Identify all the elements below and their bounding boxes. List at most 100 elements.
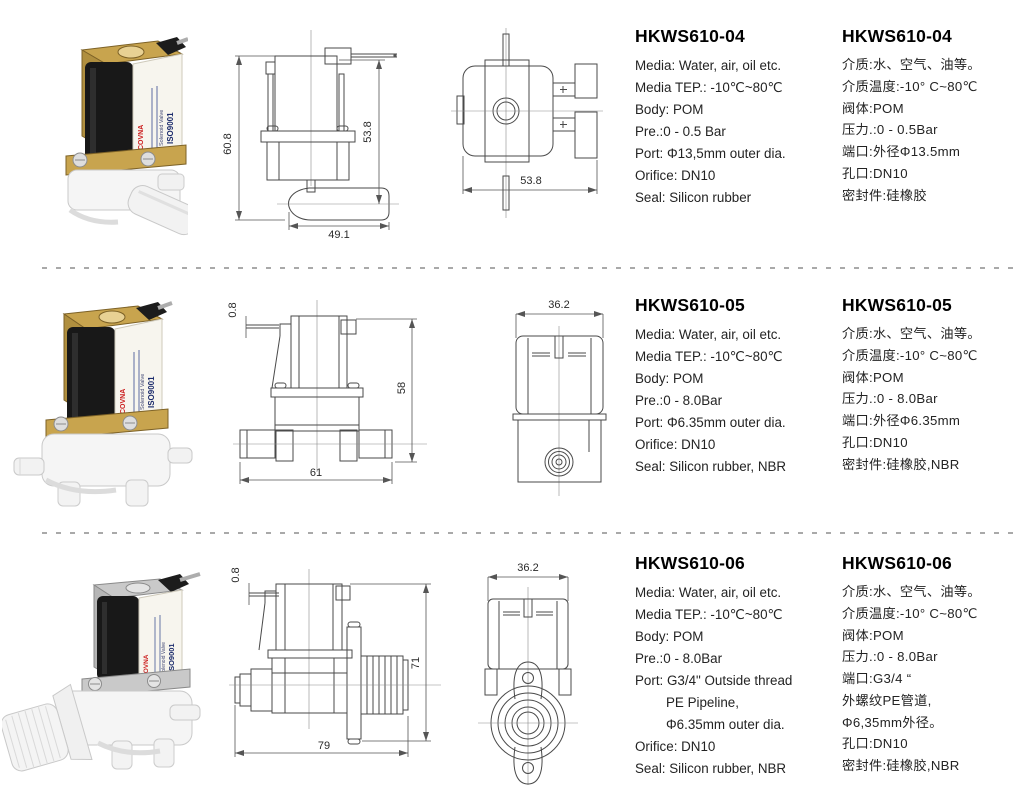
- spec-english-05: HKWS610-05 Media: Water, air, oil etc. M…: [635, 278, 842, 523]
- spec-line: PE Pipeline,: [666, 695, 739, 710]
- technical-drawing-front-04: 53.8: [451, 28, 603, 218]
- spec-line: Port: Φ13,5mm outer dia.: [635, 146, 786, 161]
- spec-line: 密封件:硅橡胶: [842, 187, 927, 203]
- product-title-zh: HKWS610-06: [842, 553, 952, 573]
- photo-label-cert: ISO9001: [166, 112, 175, 144]
- spec-line: 端口:外径Φ13.5mm: [842, 144, 961, 160]
- spec-line: Seal: Silicon rubber, NBR: [635, 761, 787, 776]
- spec-chinese-05: HKWS610-05 介质:水、空气、油等。 介质温度:-10° C~80℃ 阀…: [842, 278, 1020, 523]
- spec-line: 介质温度:-10° C~80℃: [842, 78, 978, 94]
- spec-line: 端口:外径Φ6.35mm: [842, 413, 961, 429]
- spec-chinese-06: HKWS610-06 介质:水、空气、油等。 介质温度:-10° C~80℃ 阀…: [842, 543, 1020, 804]
- dashed-divider: [42, 532, 1015, 534]
- spec-english-04: HKWS610-04 Media: Water, air, oil etc. M…: [635, 0, 842, 258]
- spec-line: 压力.:0 - 8.0Bar: [842, 391, 938, 407]
- spec-line: 孔口:DN10: [842, 434, 908, 450]
- dim-label: 36.2: [517, 562, 538, 574]
- dim-label: 36.2: [548, 299, 569, 311]
- spec-line: 密封件:硅橡胶,NBR: [842, 456, 960, 472]
- spec-line: Media: Water, air, oil etc.: [635, 585, 782, 600]
- dim-label: 58: [396, 382, 408, 394]
- spec-line: Media TEP.: -10℃~80℃: [635, 349, 783, 364]
- spec-line: Φ6,35mm外径。: [842, 714, 943, 730]
- spec-line: Orifice: DN10: [635, 739, 716, 754]
- side-drawing-04: 60.8 53.8 49.1: [205, 0, 445, 258]
- product-row-hkws610-05: ISO9001 Solenoid Valve COVNA 0.8: [0, 278, 1020, 523]
- spec-line: Orifice: DN10: [635, 168, 716, 183]
- technical-drawing-side-04: 60.8 53.8 49.1: [222, 30, 399, 241]
- spec-chinese-04: HKWS610-04 介质:水、空气、油等。 介质温度:-10° C~80℃ 阀…: [842, 0, 1020, 258]
- spec-line: Body: POM: [635, 629, 704, 644]
- spec-line: 介质:水、空气、油等。: [842, 57, 981, 72]
- spec-line: 压力.:0 - 0.5Bar: [842, 122, 938, 138]
- spec-line: 介质温度:-10° C~80℃: [842, 347, 978, 363]
- spec-line: 阀体:POM: [842, 100, 904, 116]
- dim-label: 0.8: [227, 302, 239, 317]
- spec-line: 密封件:硅橡胶,NBR: [842, 758, 960, 774]
- product-photo-04: ISO9001 Solenoid Valve COVNA: [0, 0, 205, 258]
- spec-line: 阀体:POM: [842, 627, 904, 643]
- photo-label-type: Solenoid Valve: [159, 110, 165, 146]
- product-photo-05: ISO9001 Solenoid Valve COVNA: [0, 278, 205, 523]
- spec-line: 压力.:0 - 8.0Bar: [842, 649, 938, 665]
- spec-line: 阀体:POM: [842, 369, 904, 385]
- spec-line: Pre.:0 - 8.0Bar: [635, 393, 723, 408]
- technical-drawing-side-05: 0.8: [227, 300, 427, 484]
- spec-line: 介质:水、空气、油等。: [842, 584, 981, 599]
- spec-line: 外螺纹PE管道,: [842, 692, 932, 708]
- technical-drawing-side-06: 0.8: [229, 567, 441, 757]
- product-title-zh: HKWS610-04: [842, 26, 952, 46]
- technical-drawing-front-06: 36.2: [478, 562, 578, 785]
- spec-line: 孔口:DN10: [842, 165, 908, 181]
- photo-label-type: Solenoid Valve: [140, 374, 146, 410]
- spec-line: Body: POM: [635, 102, 704, 117]
- spec-line: Body: POM: [635, 371, 704, 386]
- spec-line: 介质:水、空气、油等。: [842, 326, 981, 341]
- front-drawing-05: 36.2: [445, 278, 635, 523]
- technical-drawing-front-05: 36.2: [512, 299, 607, 496]
- photo-label-cert: ISO9001: [147, 376, 156, 408]
- dim-label: 61: [310, 467, 322, 479]
- spec-line: Media: Water, air, oil etc.: [635, 58, 782, 73]
- spec-line: Media TEP.: -10℃~80℃: [635, 607, 783, 622]
- dim-label: 53.8: [362, 121, 374, 142]
- dim-label: 49.1: [328, 229, 349, 240]
- front-drawing-04: 53.8: [445, 0, 635, 258]
- side-drawing-06: 0.8: [205, 543, 445, 804]
- spec-line: 介质温度:-10° C~80℃: [842, 605, 978, 621]
- photo-label-brand: COVNA: [143, 654, 150, 678]
- spec-english-06: HKWS610-06 Media: Water, air, oil etc. M…: [635, 543, 842, 804]
- photo-label-cert: ISO9001: [167, 643, 176, 673]
- spec-line: Port: Φ6.35mm outer dia.: [635, 415, 786, 430]
- spec-line: Φ6.35mm outer dia.: [666, 717, 785, 732]
- photo-label-brand: COVNA: [120, 389, 127, 414]
- product-photo-06: ISO9001 Solenoid Valve COVNA: [0, 543, 205, 804]
- spec-line: Seal: Silicon rubber: [635, 190, 752, 205]
- spec-line: Media TEP.: -10℃~80℃: [635, 80, 783, 95]
- product-title-zh: HKWS610-05: [842, 295, 952, 315]
- product-row-hkws610-06: ISO9001 Solenoid Valve COVNA: [0, 543, 1020, 804]
- spec-line: Port: G3/4" Outside thread: [635, 673, 793, 688]
- valve-photo-icon: ISO9001 Solenoid Valve COVNA: [13, 301, 193, 507]
- product-row-hkws610-04: ISO9001 Solenoid Valve COVNA: [0, 0, 1020, 258]
- front-drawing-06: 36.2: [445, 543, 635, 804]
- spec-line: 端口:G3/4 “: [842, 671, 912, 687]
- product-title-en: HKWS610-05: [635, 295, 745, 315]
- spec-line: Pre.:0 - 8.0Bar: [635, 651, 723, 666]
- dim-label: 0.8: [230, 567, 242, 582]
- dim-label: 79: [318, 740, 330, 752]
- photo-label-type: Solenoid Valve: [161, 642, 167, 675]
- valve-photo-icon: ISO9001 Solenoid Valve COVNA: [0, 572, 201, 772]
- side-drawing-05: 0.8: [205, 278, 445, 523]
- product-title-en: HKWS610-04: [635, 26, 745, 46]
- dim-label: 60.8: [222, 133, 234, 154]
- spec-line: Media: Water, air, oil etc.: [635, 327, 782, 342]
- spec-line: 孔口:DN10: [842, 736, 908, 752]
- spec-line: Seal: Silicon rubber, NBR: [635, 459, 787, 474]
- photo-label-brand: COVNA: [138, 125, 145, 150]
- dim-label: 71: [410, 657, 422, 669]
- dashed-divider: [42, 267, 1015, 269]
- spec-line: Pre.:0 - 0.5 Bar: [635, 124, 726, 139]
- valve-photo-icon: ISO9001 Solenoid Valve COVNA: [65, 37, 199, 236]
